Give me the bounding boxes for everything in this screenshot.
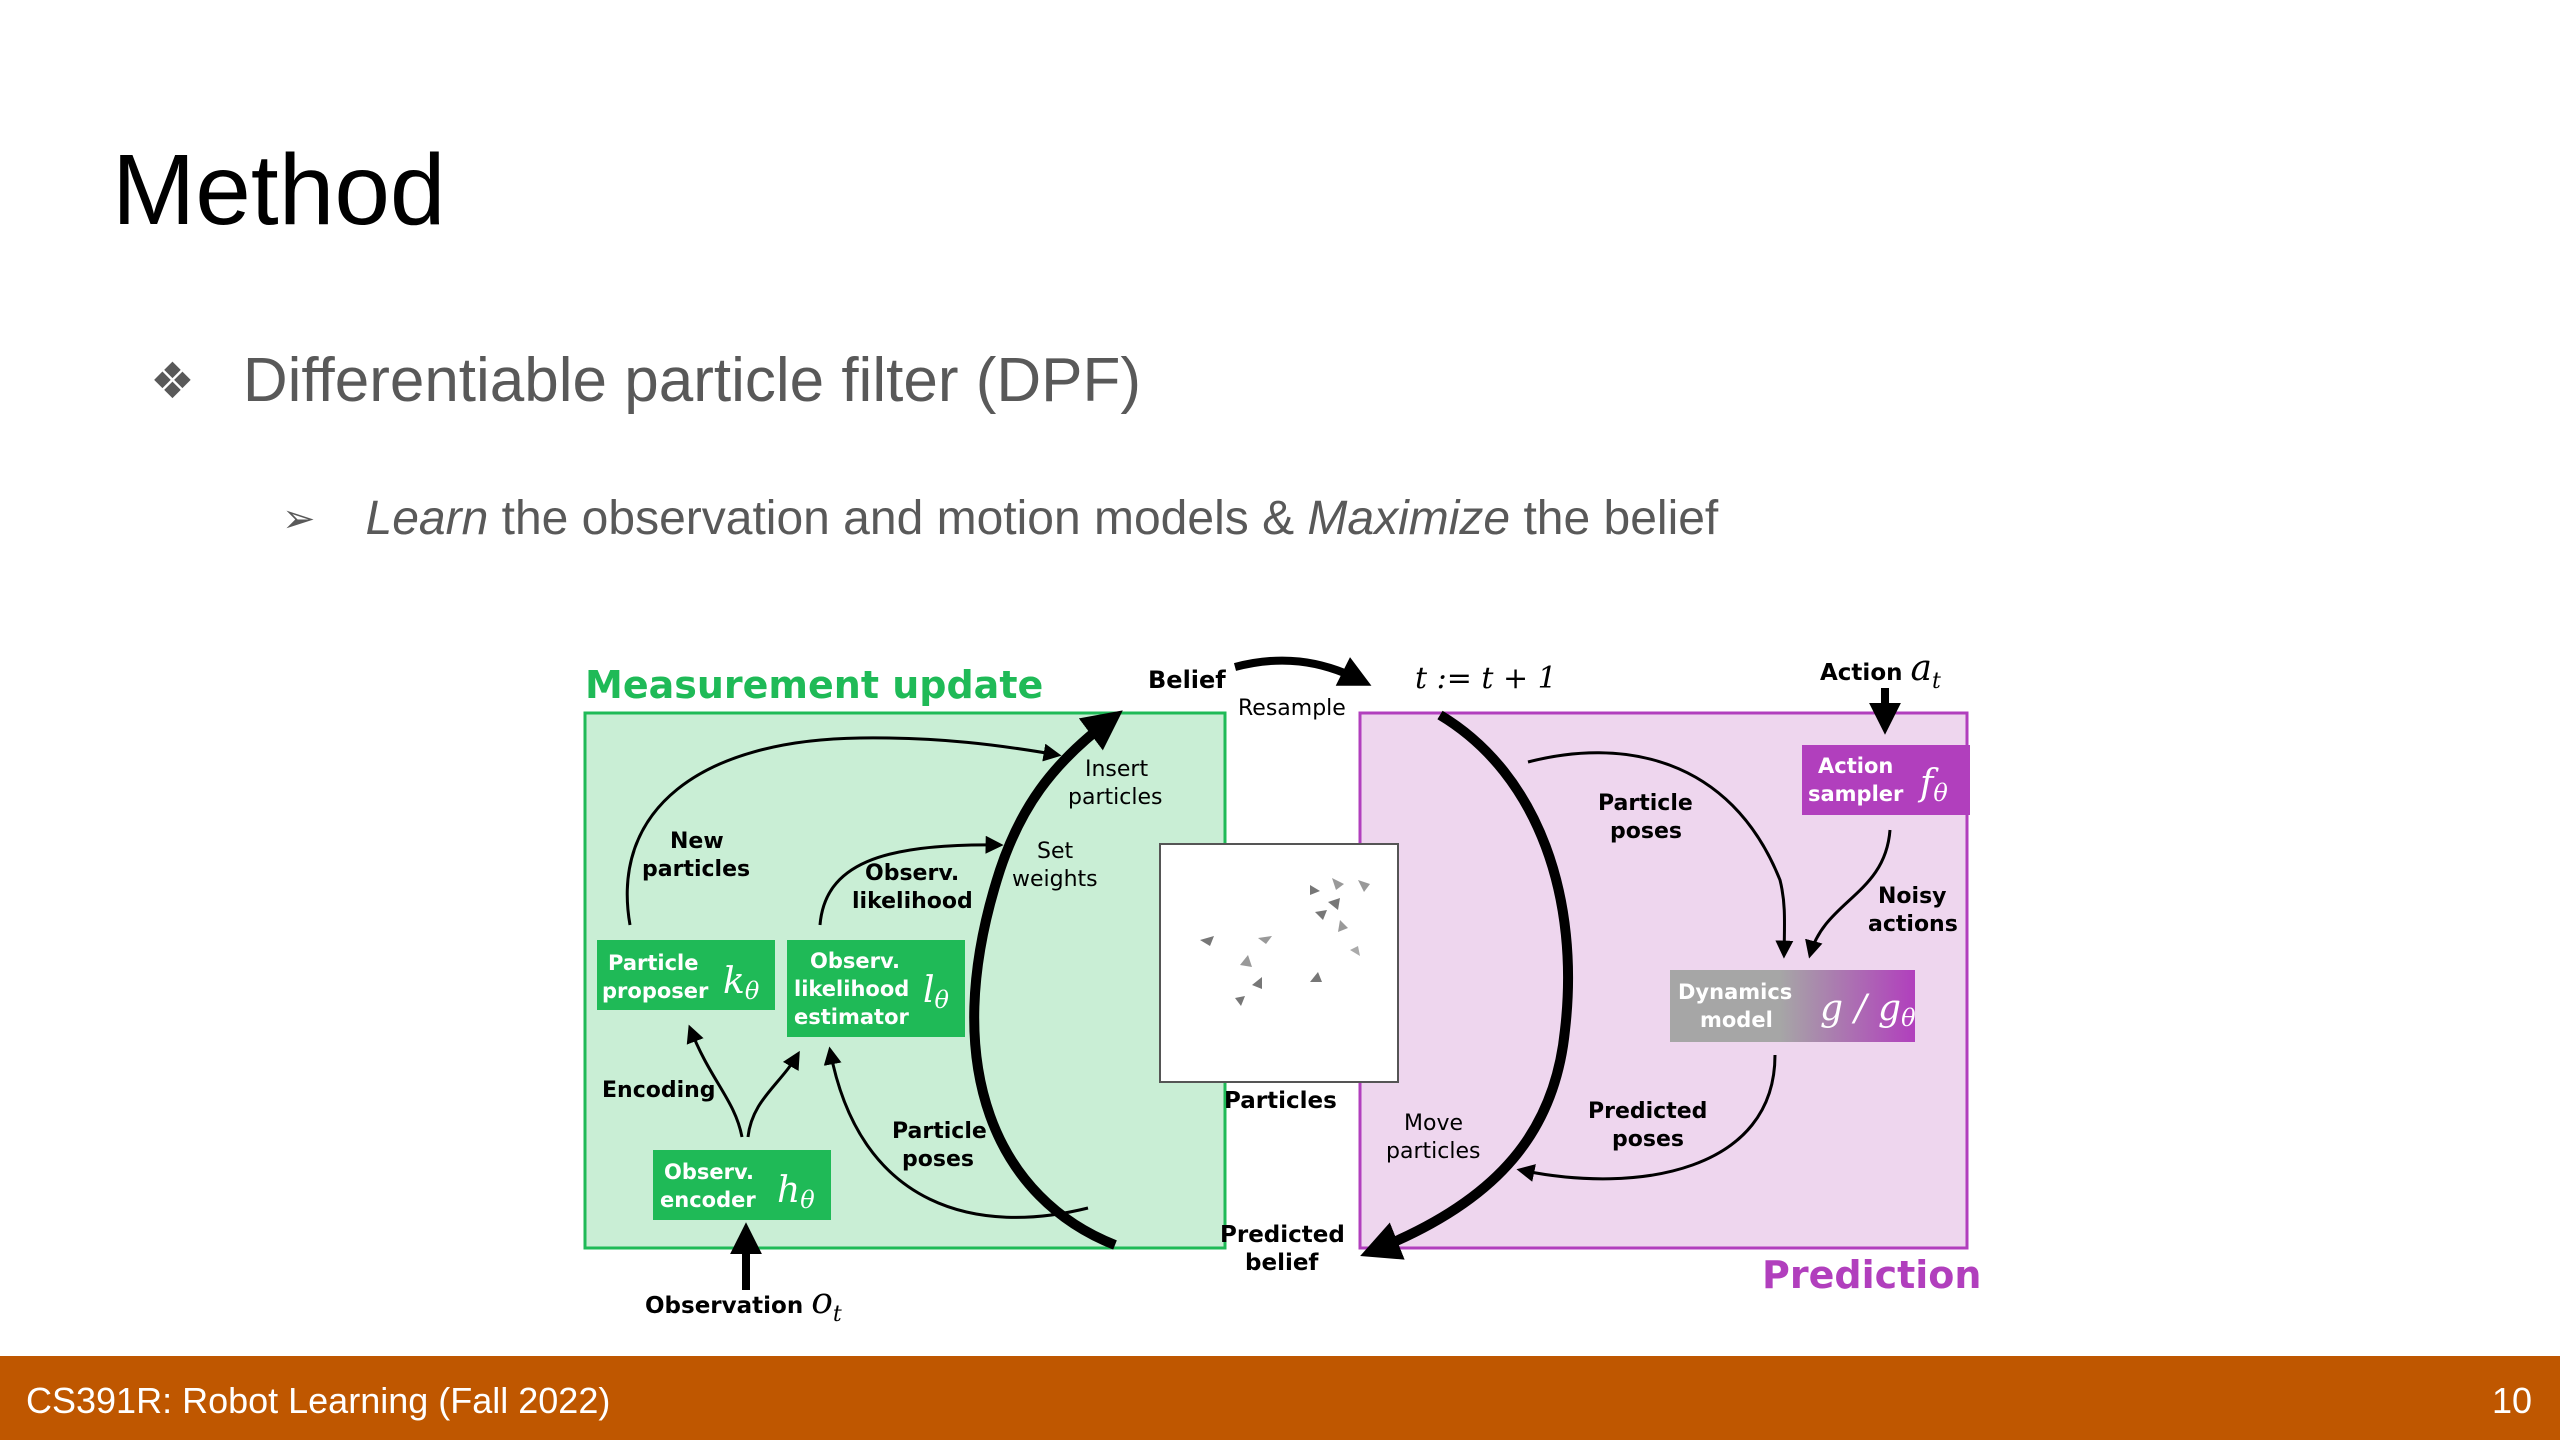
encoding-label: Encoding	[602, 1078, 716, 1103]
loop-right-arc	[1360, 710, 1574, 1260]
action-sampler-box	[1802, 745, 1970, 815]
bullet-sub-end: the belief	[1510, 492, 1719, 545]
particle-proposer-box	[597, 940, 775, 1010]
proposer-var: kθ	[723, 961, 760, 1005]
course-name: CS391R: Robot Learning (Fall 2022)	[26, 1380, 611, 1421]
observation-label: Observation ot	[645, 1281, 842, 1327]
dynamics-var: g / gθ	[1820, 988, 1916, 1032]
particle-markers	[1200, 878, 1370, 1006]
likelihood-estimator-box	[787, 940, 965, 1037]
measurement-update-title: Measurement update	[585, 663, 1043, 707]
observ-encoder-box	[653, 1150, 831, 1220]
predicted-poses-arrow	[1516, 1054, 1777, 1182]
particles-caption: Particles	[1224, 1088, 1337, 1114]
slide-title: Method	[112, 134, 446, 246]
particle-poses-right-arrow	[1527, 751, 1794, 959]
bullet-sub: ➢ Learn the observation and motion model…	[282, 495, 1718, 543]
dpf-diagram: Measurement update Belief Resample t := …	[583, 648, 1981, 1327]
footer-bar: CS391R: Robot Learning (Fall 2022) 10	[0, 1356, 2560, 1440]
belief-label: Belief	[1148, 666, 1226, 694]
four-diamond-bullet-icon: ❖	[150, 352, 195, 410]
bullet-sub-mid: the observation and motion models &	[488, 492, 1308, 545]
encoding-arrow-left	[686, 1024, 744, 1138]
loop-top-arc	[1233, 656, 1372, 686]
new-particles-arrow	[625, 736, 1062, 926]
dynamics-model-box	[1670, 970, 1915, 1042]
observ-likelihood-label: Observ.likelihood	[852, 861, 973, 914]
page-number: 10	[2491, 1380, 2532, 1421]
loop-left-arc	[969, 710, 1123, 1250]
arrowhead-bullet-icon: ➢	[282, 496, 316, 542]
time-step-label: t := t + 1	[1415, 661, 1557, 696]
observ-encoder-label: Observ.encoder	[660, 1160, 756, 1212]
encoding-arrow-right	[746, 1050, 800, 1138]
likelihood-var: lθ	[923, 970, 950, 1014]
prediction-title: Prediction	[1762, 1253, 1981, 1297]
observ-likelihood-arrow	[818, 835, 1004, 926]
bullet-main-text: Differentiable particle filter (DPF)	[242, 346, 1141, 415]
resample-label: Resample	[1238, 696, 1346, 721]
encoder-var: hθ	[777, 1170, 815, 1214]
bullet-sub-text: Learn the observation and motion models …	[366, 495, 1719, 543]
particle-poses-left-arrow	[823, 1046, 1089, 1219]
action-label: Action at	[1820, 648, 1941, 694]
noisy-actions-arrow	[1805, 829, 1892, 959]
particles-panel	[1159, 843, 1399, 1083]
maximize-word: Maximize	[1307, 492, 1511, 545]
learn-word: Learn	[365, 492, 489, 545]
bullet-main: ❖ Differentiable particle filter (DPF)	[150, 350, 1141, 412]
